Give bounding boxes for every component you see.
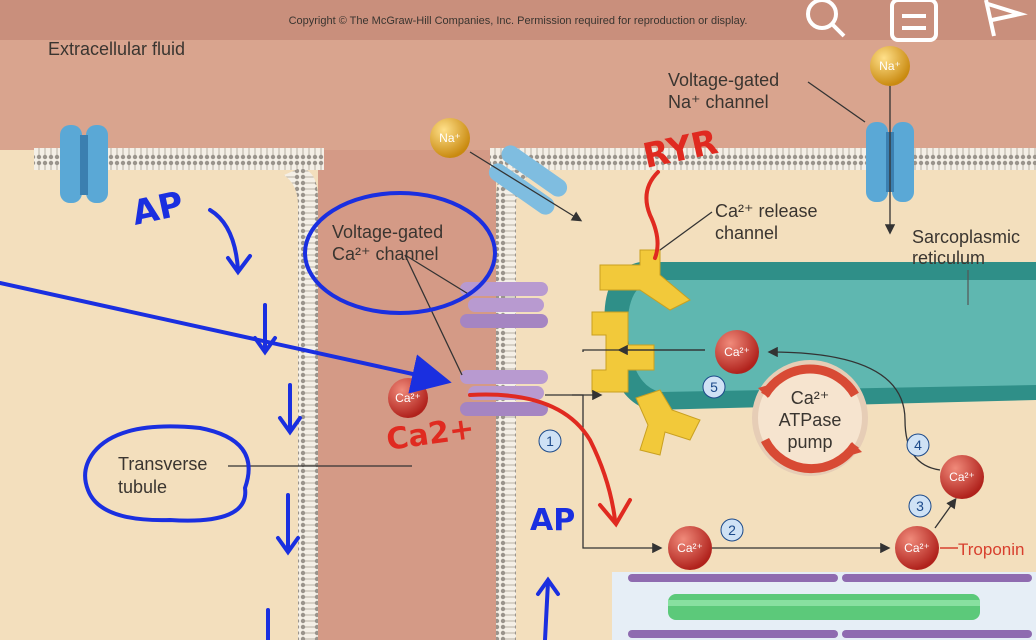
red-arrow-ca-influx [468,392,617,522]
blue-arrow-to-ca-channel [0,281,452,394]
step-markers: 1 2 3 4 5 [538,375,932,542]
svg-text:Na⁺: Na⁺ [879,59,901,73]
notes-icon[interactable] [890,0,938,42]
circle-ca-channel-label [303,191,497,315]
svg-text:1: 1 [546,433,554,449]
label-ca-release-2: channel [715,223,778,243]
label-transverse-2: tubule [118,477,167,497]
sarcolemma-right [490,148,1036,170]
circle-transverse-label [83,424,251,523]
ca-ion-tubule: Ca²⁺ [388,378,428,418]
label-sr-2: reticulum [912,248,985,268]
svg-text:Ca²⁺: Ca²⁺ [724,345,750,359]
na-ion-right: Na⁺ [870,46,910,86]
svg-text:Ca²⁺: Ca²⁺ [395,391,421,405]
step-2: 2 [720,518,744,542]
svg-text:Na⁺: Na⁺ [439,131,461,145]
step-4: 4 [906,433,930,457]
label-na-channel-1: Voltage-gated [668,70,779,90]
ca-ion-troponin: Ca²⁺ [895,526,939,570]
na-ion-left: Na⁺ [430,118,470,158]
flag-icon[interactable] [984,0,1028,37]
pathway-arrows [228,81,957,554]
ca-ion-sr: Ca²⁺ [715,330,759,374]
step-5: 5 [702,375,726,399]
label-extracellular-fluid: Extracellular fluid [48,39,185,59]
label-troponin: Troponin [958,540,1024,559]
svg-text:Ca²⁺: Ca²⁺ [677,541,703,555]
na-channel-left [60,125,108,203]
na-channel-tilted [488,145,568,215]
blue-pen-annotations [0,191,560,640]
svg-text:Ca²⁺: Ca²⁺ [904,541,930,555]
t-tubule-wall-left [284,168,318,640]
ca-ion-cytosol: Ca²⁺ [668,526,712,570]
label-ca-channel-1: Voltage-gated [332,222,443,242]
ca-atpase-pump [752,360,868,476]
label-atpase-3: pump [787,432,832,452]
svg-text:2: 2 [728,522,736,538]
svg-text:Ca²⁺: Ca²⁺ [949,470,975,484]
red-pen-annotations [468,170,660,528]
blue-arrow-1 [208,208,240,272]
label-atpase-2: ATPase [779,410,842,430]
copyright-notice: Copyright © The McGraw-Hill Companies, I… [289,15,748,27]
ca-ion-released: Ca²⁺ [940,455,984,499]
svg-text:4: 4 [914,437,922,453]
label-ca-channel-2: Ca²⁺ channel [332,244,439,264]
label-transverse-1: Transverse [118,454,207,474]
search-icon[interactable] [806,0,846,38]
label-ca-release-1: Ca²⁺ release [715,201,818,221]
svg-text:3: 3 [916,498,924,514]
annotation-ap-right: AP [530,503,575,538]
step-1: 1 [538,429,562,453]
step-3: 3 [908,494,932,518]
red-line-to-ryr [644,170,660,260]
myofilament [612,572,1036,640]
svg-text:5: 5 [710,379,718,395]
label-atpase-1: Ca²⁺ [791,388,830,408]
label-na-channel-2: Na⁺ channel [668,92,769,112]
label-sr-1: Sarcoplasmic [912,227,1020,247]
